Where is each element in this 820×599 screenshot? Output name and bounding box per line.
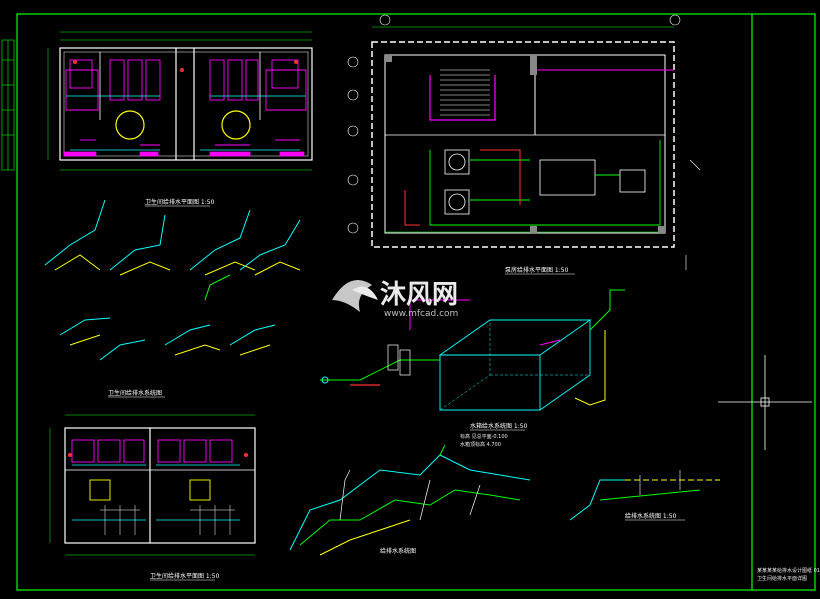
title-iso-bottom: 给排水系统图: [380, 547, 416, 555]
toilet-plan-bottom: [49, 414, 256, 556]
tank-note-1: 标高 见总平面-0.100: [460, 433, 508, 440]
watermark: 沐风网 www.mfcad.com: [332, 280, 458, 319]
title-block-line-2: 卫生间给排水平面详图: [757, 575, 807, 582]
title-toilet-plan-bottom: 卫生间给排水平面图 1:50: [150, 572, 220, 580]
title-pump-plan: 泵房给排水平面图 1:50: [505, 266, 569, 274]
toilet-plan-top: [47, 31, 313, 171]
title-tank-iso: 水箱给水系统图 1:50: [470, 422, 528, 430]
drawing-frame: [16, 13, 816, 591]
watermark-text: 沐风网: [380, 280, 458, 310]
iso-system-right: [569, 470, 720, 521]
title-block-line-1: 某某某某给排水设计图纸 01: [757, 567, 820, 574]
watermark-logo: [332, 280, 378, 312]
tank-note-2: 水箱顶标高 4.700: [460, 441, 501, 448]
pump-room-plan: [347, 14, 701, 270]
title-iso-left: 卫生间给排水系统图: [108, 389, 162, 397]
watermark-url: www.mfcad.com: [384, 309, 458, 319]
title-toilet-plan-top: 卫生间给排水平面图 1:50: [145, 198, 215, 206]
cad-crosshair: [718, 355, 812, 450]
iso-piping-left: [44, 199, 301, 361]
iso-system-bottom: [289, 444, 531, 556]
title-iso-right: 给排水系统图 1:50: [625, 512, 677, 520]
tank-isometric: [320, 289, 625, 411]
revision-strip: [1, 39, 15, 171]
